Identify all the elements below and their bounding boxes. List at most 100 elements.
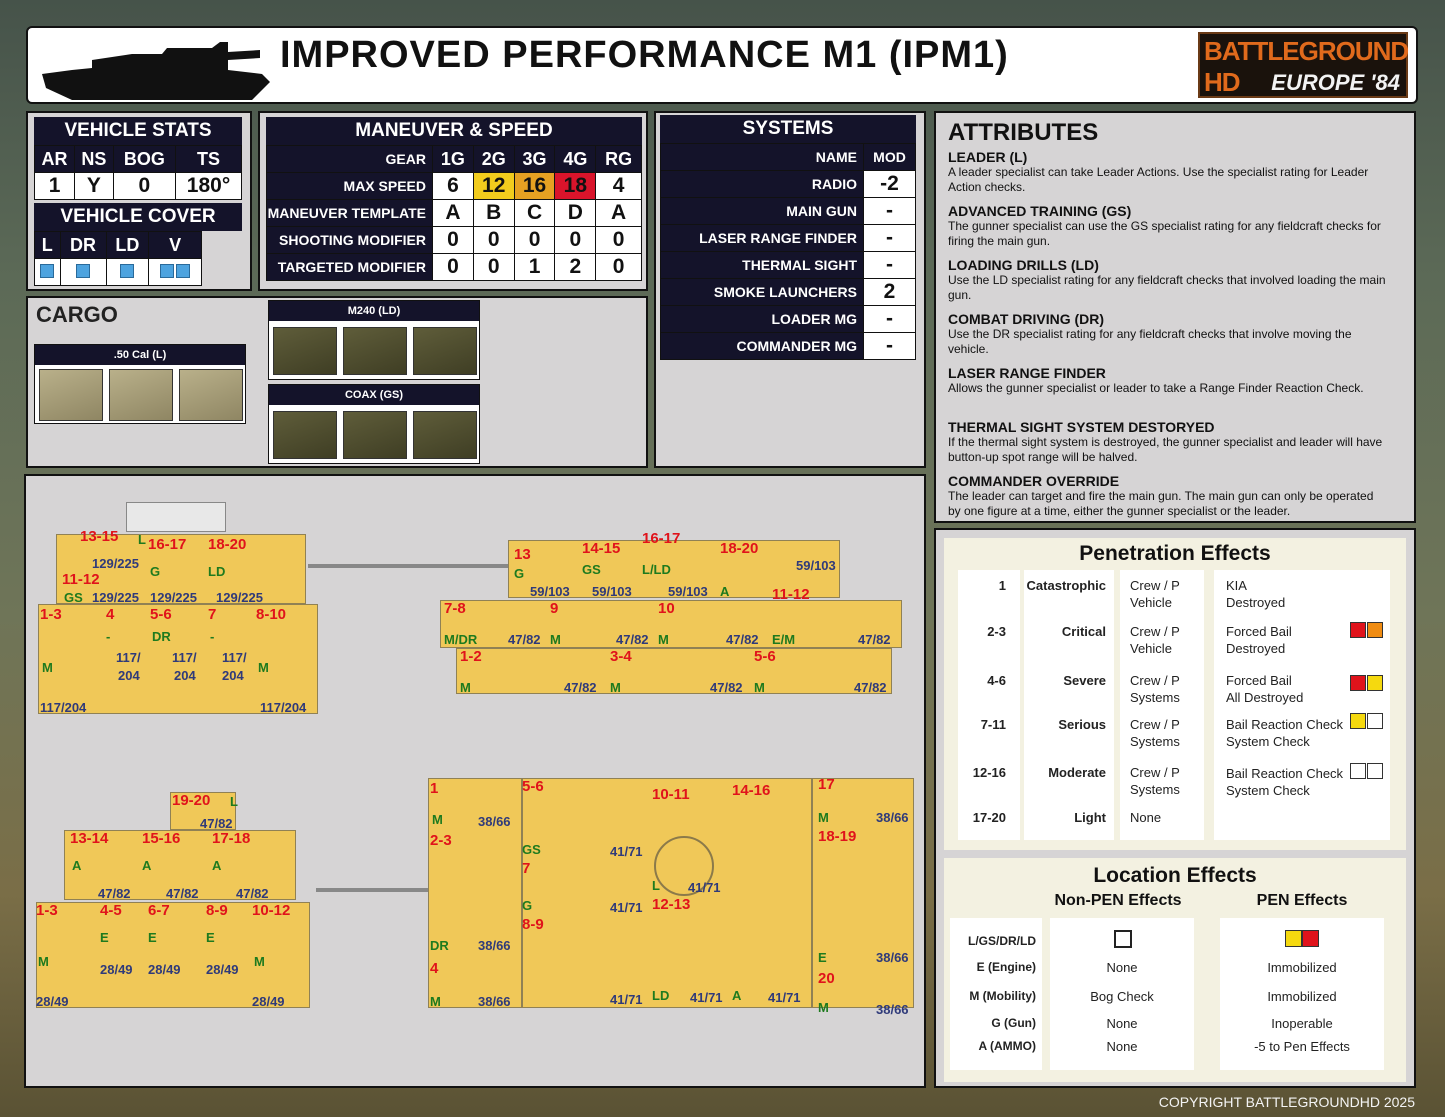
vehicle-stats-table: AR NS BOG TS 1 Y 0 180° — [33, 145, 242, 200]
side-letter: M — [460, 680, 471, 695]
pen-col-roll — [958, 570, 1020, 840]
cover-cell — [34, 258, 61, 286]
row-label: TARGETED MODIFIER — [266, 253, 433, 281]
rear-letter: L — [230, 794, 238, 809]
top-armor: 38/66 — [478, 814, 511, 829]
cover-header: LD — [105, 231, 150, 259]
top-range: 17 — [818, 776, 835, 793]
rear-letter: E — [100, 930, 109, 945]
stat-header: AR — [33, 145, 76, 173]
front-armor: 117/ — [172, 650, 197, 665]
pen-swatch-moderate-b — [1367, 763, 1383, 779]
side-letter: M — [754, 680, 765, 695]
pen-effect1: Bail Reaction Check — [1226, 717, 1344, 732]
maneuver-panel: MANEUVER & SPEED GEAR 1G 2G 3G 4G RG MAX… — [258, 111, 648, 291]
loc-pen: Immobilized — [1267, 960, 1337, 975]
gear-header: 3G — [513, 145, 556, 173]
loc-pen: Immobilized — [1267, 989, 1337, 1004]
side-track-zone — [456, 648, 892, 694]
loc-name: M (Mobility) — [969, 989, 1036, 1003]
gear-label: GEAR — [266, 145, 433, 173]
side-armor: 59/103 — [796, 558, 836, 573]
top-armor: 38/66 — [876, 950, 909, 965]
pen-effect2: All Destroyed — [1226, 690, 1304, 705]
side-armor: 59/103 — [530, 584, 570, 599]
front-armor: 117/204 — [260, 700, 307, 715]
ammo-can-icon — [343, 327, 407, 375]
front-range: 5-6 — [150, 606, 172, 623]
side-letter: GS — [582, 562, 601, 577]
attr-override-text: The leader can target and fire the main … — [948, 489, 1374, 518]
side-range: 9 — [550, 600, 559, 617]
front-letter: M — [42, 660, 53, 675]
top-letter: G — [522, 898, 533, 913]
loc-nonpen: None — [1106, 1016, 1138, 1031]
shooting-value: 0 — [595, 226, 642, 254]
system-mod: -2 — [863, 170, 916, 198]
side-letter: M — [610, 680, 621, 695]
logo-line2: EUROPE '84 — [1271, 70, 1400, 95]
ammo-can-icon — [343, 411, 407, 459]
coax-ammo-slot: COAX (GS) — [268, 384, 480, 464]
cover-header: DR — [59, 231, 107, 259]
pen-effect1: Forced Bail — [1226, 624, 1292, 639]
rear-range: 19-20 — [172, 792, 211, 809]
rear-armor: 47/82 — [98, 886, 131, 901]
cover-cell — [59, 258, 107, 286]
pen-effect1: KIA — [1226, 578, 1247, 593]
loc-col-name — [950, 918, 1042, 1070]
pen-roll: 4-6 — [987, 673, 1006, 688]
loc-nonpen: None — [1106, 1039, 1138, 1054]
rear-letter: M — [38, 954, 49, 969]
system-mod: - — [863, 305, 916, 333]
shooting-value: 0 — [432, 226, 474, 254]
cover-dice-icon — [40, 264, 55, 278]
targeted-value: 0 — [432, 253, 474, 281]
stat-value: 0 — [112, 172, 177, 200]
pen-crew: Crew / P — [1130, 624, 1180, 639]
template-value: D — [554, 199, 597, 227]
top-range: 20 — [818, 970, 835, 987]
loc-nonpen: None — [1106, 960, 1138, 975]
top-armor: 38/66 — [478, 938, 511, 953]
system-mod: - — [863, 332, 916, 360]
top-range: 4 — [430, 960, 439, 977]
pen-severity: Critical — [1061, 624, 1106, 639]
pen-swatch-severe-b — [1367, 675, 1383, 691]
speed-value: 6 — [432, 172, 474, 200]
rear-armor: 47/82 — [236, 886, 269, 901]
pen-roll: 2-3 — [987, 624, 1006, 639]
pen-severity: Severe — [1063, 673, 1106, 688]
attr-thermal-heading: THERMAL SIGHT SYSTEM DESTORYED — [948, 419, 1215, 435]
speed-value: 12 — [472, 172, 515, 200]
loc-name: A (AMMO) — [978, 1039, 1036, 1053]
targeted-value: 0 — [595, 253, 642, 281]
front-armor: 204 — [118, 668, 140, 683]
front-range: 4 — [106, 606, 115, 623]
front-cupola — [126, 502, 226, 532]
system-mod: - — [863, 224, 916, 252]
pen-severity: Light — [1074, 810, 1106, 825]
pen-roll: 1 — [998, 578, 1006, 593]
side-armor: 59/103 — [668, 584, 708, 599]
rear-letter: E — [148, 930, 157, 945]
m240-label: M240 (LD) — [269, 301, 479, 321]
rear-range: 17-18 — [212, 830, 251, 847]
pen-swatch-moderate-a — [1350, 763, 1366, 779]
side-letter: M — [658, 632, 669, 647]
gear-header: 1G — [432, 145, 474, 173]
pen-effect2: System Check — [1226, 734, 1310, 749]
top-armor: 38/66 — [478, 994, 511, 1009]
rear-letter: M — [254, 954, 265, 969]
front-letter: - — [106, 629, 111, 644]
pen-effect2: System Check — [1226, 783, 1310, 798]
gear-header: RG — [595, 145, 642, 173]
pen-col-sev — [1024, 570, 1114, 840]
top-range: 10-11 — [652, 786, 690, 803]
side-letter: M — [550, 632, 561, 647]
cover-header: V — [148, 231, 202, 259]
cover-dice-icon — [176, 264, 191, 278]
top-range: 18-19 — [818, 828, 857, 845]
template-value: C — [513, 199, 556, 227]
